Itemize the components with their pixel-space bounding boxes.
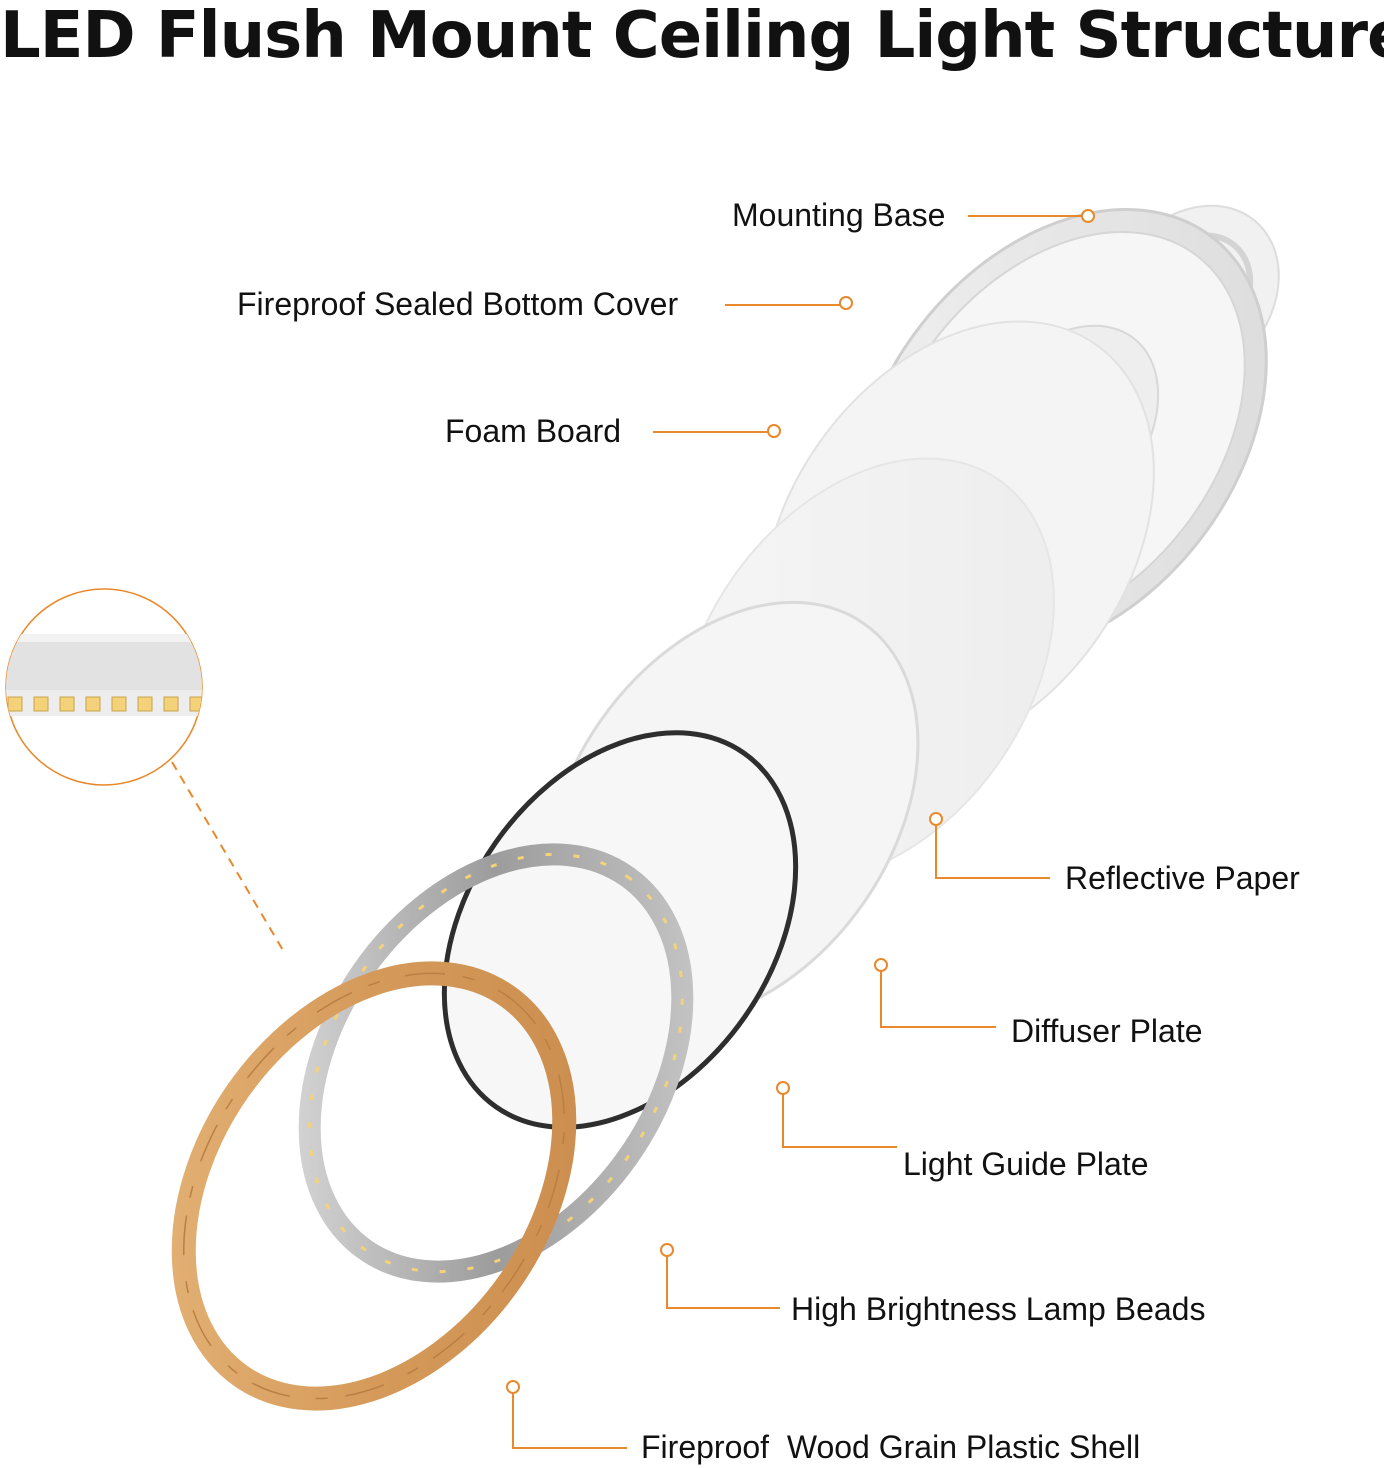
label-foam-board: Foam Board <box>445 413 622 449</box>
label-mounting-base: Mounting Base <box>732 197 946 233</box>
leader-diffuser-plate <box>874 958 996 1028</box>
led-strip-zoom-detail <box>5 588 285 953</box>
leader-reflective-paper <box>929 812 1050 879</box>
label-wood-shell: Fireproof Wood Grain Plastic Shell <box>641 1429 1141 1465</box>
leader-bottom-cover <box>725 296 853 310</box>
label-light-guide-plate: Light Guide Plate <box>903 1146 1149 1182</box>
label-bottom-cover: Fireproof Sealed Bottom Cover <box>237 286 679 322</box>
leader-light-guide-plate <box>776 1081 897 1148</box>
wood-shell-part <box>171 961 577 1411</box>
leader-wood-shell <box>506 1380 627 1449</box>
leader-mounting-base <box>968 209 1095 223</box>
label-reflective-paper: Reflective Paper <box>1065 860 1300 896</box>
lamp-beads-ring-part <box>298 843 694 1283</box>
label-diffuser-plate: Diffuser Plate <box>1011 1013 1203 1049</box>
label-lamp-beads: High Brightness Lamp Beads <box>791 1291 1206 1327</box>
page-title: LED Flush Mount Ceiling Light Structure <box>0 0 1384 73</box>
leader-lamp-beads <box>660 1243 780 1309</box>
leader-foam-board <box>653 424 781 438</box>
